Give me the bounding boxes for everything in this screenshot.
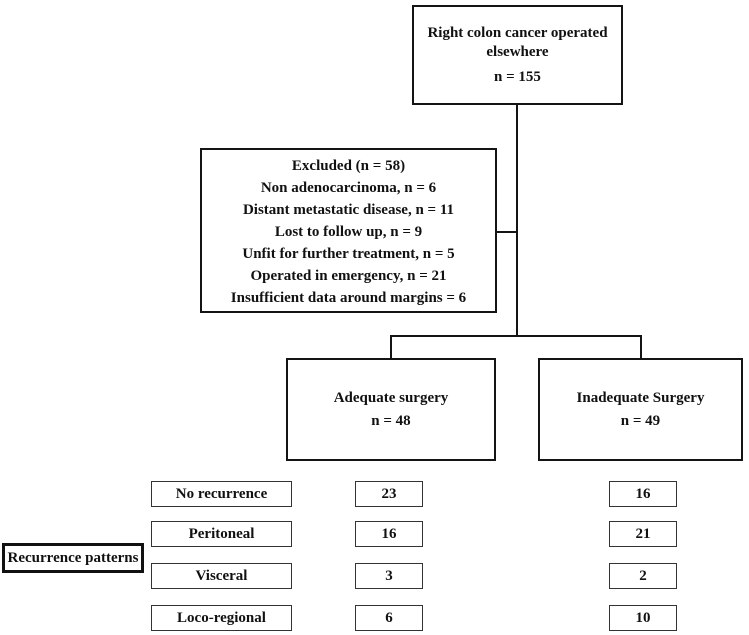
adequate-surgery-box: Adequate surgery n = 48 [286, 358, 496, 461]
value: 3 [385, 567, 393, 584]
branch-split-horizontal-line [390, 335, 642, 337]
excluded-line: Unfit for further treatment, n = 5 [242, 246, 455, 262]
main-vertical-connector-line [516, 104, 518, 337]
excluded-box: Excluded (n = 58) Non adenocarcinoma, n … [200, 148, 497, 313]
row-label-box-peritoneal: Peritoneal [151, 521, 292, 547]
adequate-surgery-label: Adequate surgery [333, 389, 449, 406]
value-box-adequate-visceral: 3 [355, 563, 423, 589]
root-box-n: n = 155 [494, 68, 541, 85]
inadequate-surgery-n: n = 49 [620, 412, 661, 429]
excluded-line: Operated in emergency, n = 21 [250, 268, 447, 284]
value: 2 [639, 567, 647, 584]
row-label: Peritoneal [188, 525, 255, 542]
excluded-connector-line [497, 231, 517, 233]
row-label-box-loco-regional: Loco-regional [151, 605, 292, 631]
inadequate-surgery-box: Inadequate Surgery n = 49 [538, 358, 743, 461]
inadequate-branch-stub-line [640, 335, 642, 359]
inadequate-surgery-label: Inadequate Surgery [576, 389, 705, 406]
adequate-surgery-n: n = 48 [371, 412, 411, 429]
value: 16 [635, 485, 651, 502]
root-box-title: Right colon cancer operated elsewhere [427, 24, 608, 60]
adequate-branch-stub-line [390, 335, 392, 359]
value: 10 [635, 609, 651, 626]
row-label: No recurrence [175, 485, 268, 502]
excluded-line: Non adenocarcinoma, n = 6 [260, 180, 437, 196]
excluded-line: Distant metastatic disease, n = 11 [242, 202, 455, 218]
row-label: Visceral [195, 567, 248, 584]
value-box-inadequate-no-recurrence: 16 [609, 481, 677, 507]
row-label: Loco-regional [177, 609, 266, 626]
excluded-line: Excluded (n = 58) [291, 158, 406, 174]
recurrence-patterns-box: Recurrence patterns [2, 543, 144, 573]
value-box-inadequate-peritoneal: 21 [609, 521, 677, 547]
value: 23 [381, 485, 397, 502]
value: 6 [385, 609, 393, 626]
value-box-inadequate-visceral: 2 [609, 563, 677, 589]
row-label-box-visceral: Visceral [151, 563, 292, 589]
excluded-line: Lost to follow up, n = 9 [274, 224, 423, 240]
value: 16 [381, 525, 397, 542]
root-box: Right colon cancer operated elsewhere n … [412, 5, 623, 105]
value-box-inadequate-loco-regional: 10 [609, 605, 677, 631]
recurrence-patterns-label: Recurrence patterns [7, 549, 139, 566]
excluded-line: Insufficient data around margins = 6 [230, 290, 467, 306]
value-box-adequate-peritoneal: 16 [355, 521, 423, 547]
value-box-adequate-loco-regional: 6 [355, 605, 423, 631]
value-box-adequate-no-recurrence: 23 [355, 481, 423, 507]
row-label-box-no-recurrence: No recurrence [151, 481, 292, 507]
value: 21 [635, 525, 651, 542]
